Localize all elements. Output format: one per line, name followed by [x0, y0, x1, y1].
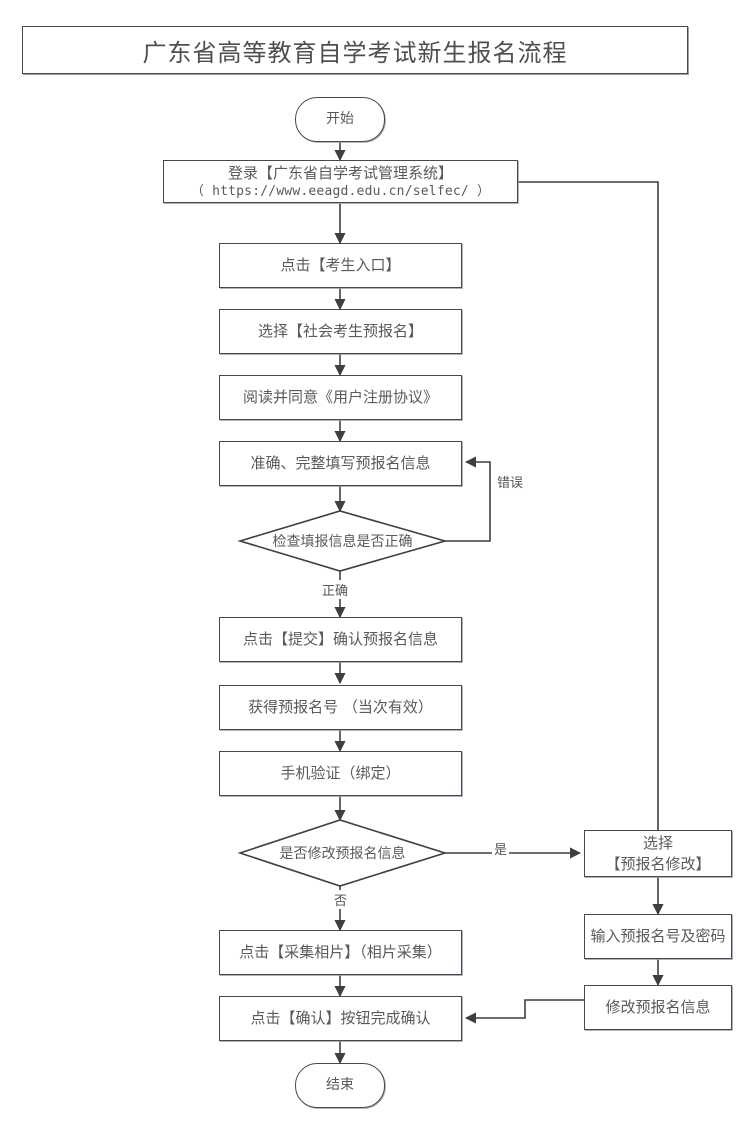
edge-label-yes: 是	[492, 839, 510, 858]
node-get-registration-number[interactable]: 获得预报名号 （当次有效）	[219, 685, 462, 730]
node-end[interactable]: 结束	[295, 1063, 385, 1108]
node-login-line2: （ https://www.eeagd.edu.cn/selfec/ ）	[190, 183, 491, 199]
node-modify-registration-info-label: 修改预报名信息	[605, 998, 711, 1017]
node-select-pre-registration[interactable]: 选择【社会考生预报名】	[219, 309, 462, 354]
node-click-candidate-entry-label: 点击【考生入口】	[280, 256, 401, 275]
node-end-label: 结束	[326, 1077, 354, 1094]
node-select-pre-registration-label: 选择【社会考生预报名】	[257, 322, 423, 341]
node-collect-photo-label: 点击【采集相片】（相片采集）	[239, 943, 442, 962]
node-click-candidate-entry[interactable]: 点击【考生入口】	[219, 243, 462, 288]
node-modify-registration-info[interactable]: 修改预报名信息	[584, 985, 732, 1030]
node-read-agreement-label: 阅读并同意《用户注册协议》	[242, 388, 438, 407]
node-input-credentials-label: 输入预报名号及密码	[590, 927, 726, 946]
node-select-modify-line1: 选择	[642, 834, 673, 853]
node-login[interactable]: 登录【广东省自学考试管理系统】 （ https://www.eeagd.edu.…	[163, 160, 518, 203]
node-phone-verification-label: 手机验证（绑定）	[280, 764, 401, 783]
edge-label-no: 否	[332, 890, 350, 909]
node-select-modify[interactable]: 选择 【预报名修改】	[584, 830, 732, 877]
node-select-modify-line2: 【预报名修改】	[605, 854, 711, 873]
node-click-confirm-button-label: 点击【确认】按钮完成确认	[250, 1009, 431, 1028]
node-fill-registration-info[interactable]: 准确、完整填写预报名信息	[219, 441, 462, 486]
node-start-label: 开始	[326, 111, 354, 128]
edge-label-correct: 正确	[320, 580, 351, 599]
node-collect-photo[interactable]: 点击【采集相片】（相片采集）	[219, 930, 462, 975]
node-check-info-decision[interactable]: 检查填报信息是否正确	[240, 511, 445, 571]
node-start[interactable]: 开始	[295, 97, 385, 142]
page-title: 广东省高等教育自学考试新生报名流程	[22, 26, 688, 74]
node-get-registration-number-label: 获得预报名号 （当次有效）	[248, 698, 433, 717]
node-modify-decision-label: 是否修改预报名信息	[279, 846, 406, 862]
node-modify-decision[interactable]: 是否修改预报名信息	[240, 823, 445, 883]
node-check-info-decision-label: 检查填报信息是否正确	[272, 534, 413, 550]
node-phone-verification[interactable]: 手机验证（绑定）	[219, 751, 462, 796]
node-login-line1: 登录【广东省自学考试管理系统】	[227, 163, 453, 182]
node-submit-confirm-info[interactable]: 点击【提交】确认预报名信息	[219, 617, 462, 662]
node-input-credentials[interactable]: 输入预报名号及密码	[584, 914, 732, 959]
node-click-confirm-button[interactable]: 点击【确认】按钮完成确认	[219, 996, 462, 1041]
edge-label-error: 错误	[495, 472, 526, 491]
node-read-agreement[interactable]: 阅读并同意《用户注册协议》	[219, 375, 462, 420]
node-fill-registration-info-label: 准确、完整填写预报名信息	[250, 454, 431, 473]
node-submit-confirm-info-label: 点击【提交】确认预报名信息	[242, 630, 438, 649]
